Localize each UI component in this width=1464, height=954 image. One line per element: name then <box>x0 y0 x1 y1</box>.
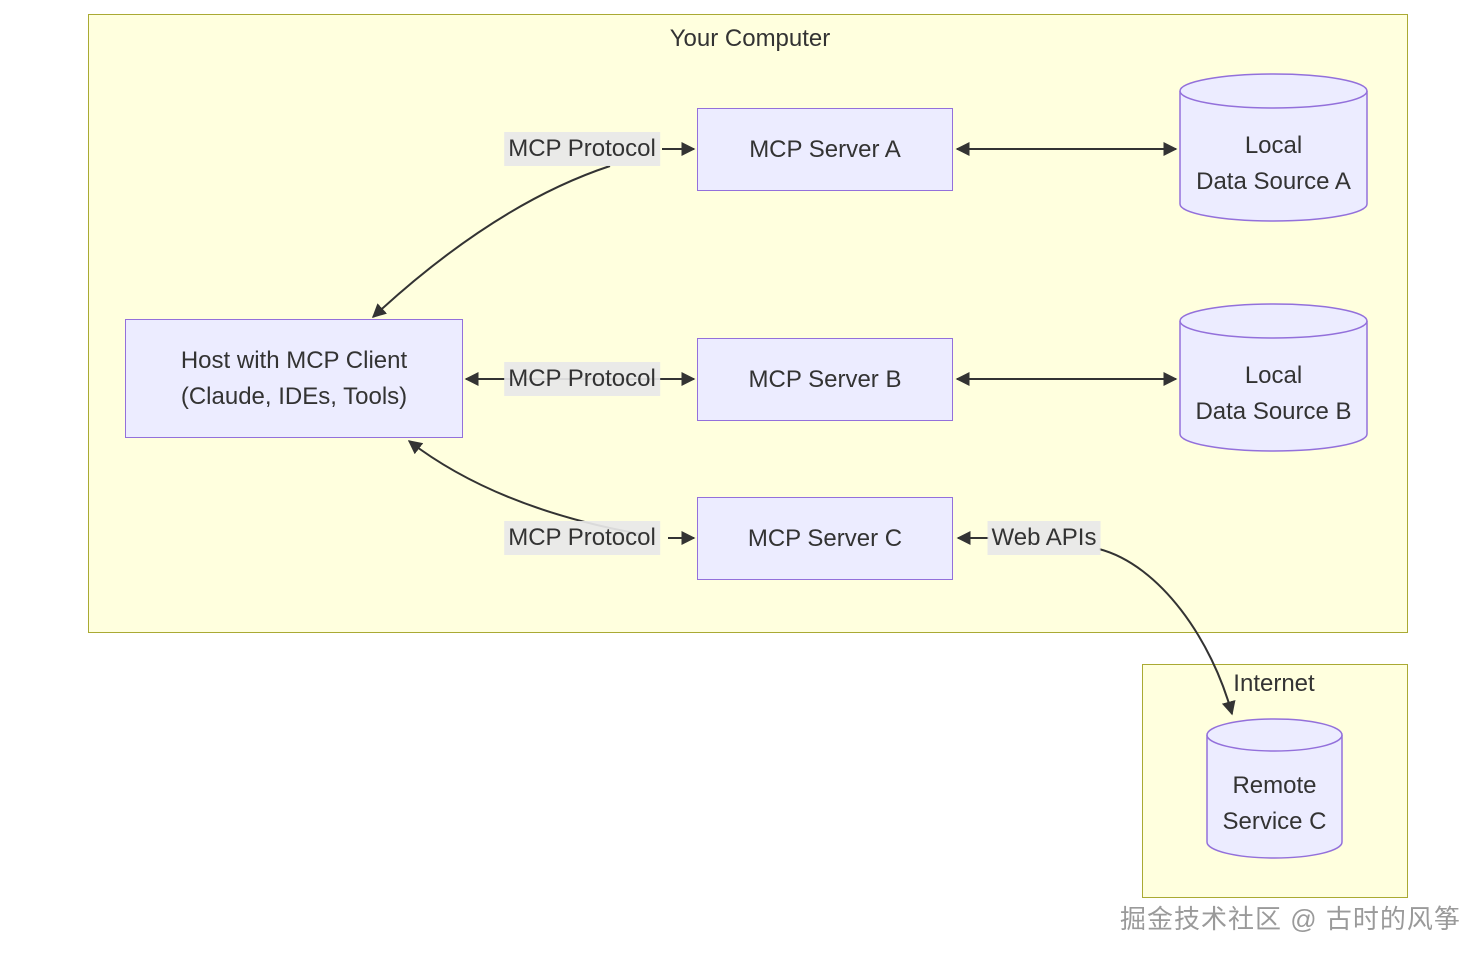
edge-label-mcp-protocol-b: MCP Protocol <box>504 362 660 396</box>
edge-label-mcp-protocol-c: MCP Protocol <box>504 521 660 555</box>
edge-label-web-apis: Web APIs <box>987 521 1101 555</box>
local-data-source-a-label: Local Data Source A <box>1196 131 1351 195</box>
cylinder-icon <box>1206 718 1343 859</box>
node-mcp-server-b: MCP Server B <box>697 338 953 421</box>
internet-label: Internet <box>1233 670 1315 697</box>
cylinder-icon <box>1179 303 1368 452</box>
cylinder-icon <box>1179 73 1368 222</box>
your-computer-label: Your Computer <box>669 25 831 52</box>
node-mcp-server-a: MCP Server A <box>697 108 953 191</box>
edge-label-mcp-protocol-a: MCP Protocol <box>504 132 660 166</box>
node-mcp-server-c: MCP Server C <box>697 497 953 580</box>
local-data-source-a-cylinder: Local Data Source A <box>1179 73 1368 222</box>
watermark-text: 掘金技术社区 @ 古时的风筝 <box>1120 904 1461 934</box>
node-host-with-mcp-client: Host with MCP Client (Claude, IDEs, Tool… <box>125 319 463 438</box>
local-data-source-b-label: Local Data Source B <box>1195 361 1352 425</box>
remote-service-c-label: Remote Service C <box>1222 772 1327 835</box>
remote-service-c-cylinder: Remote Service C <box>1206 718 1343 860</box>
local-data-source-b-cylinder: Local Data Source B <box>1179 303 1368 452</box>
